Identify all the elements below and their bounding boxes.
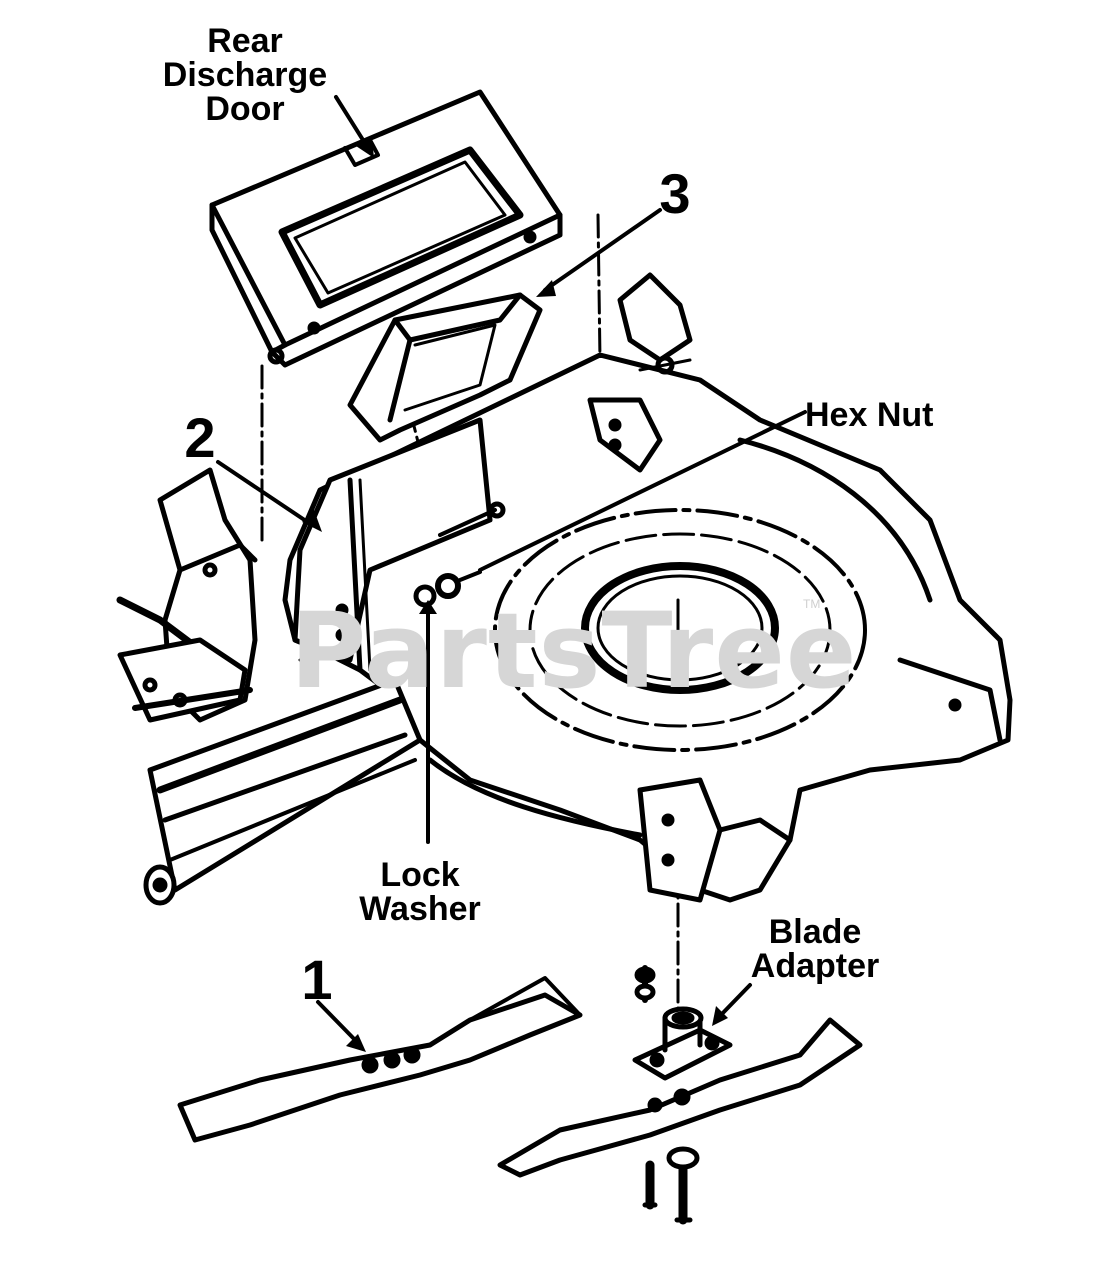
watermark-trademark: TM — [803, 597, 821, 611]
rear-discharge-door — [209, 89, 563, 368]
blade-1 — [177, 976, 583, 1143]
leader-lines — [216, 95, 807, 1047]
rear-roller-axle — [143, 677, 423, 906]
leader-arrowheads — [302, 138, 728, 1052]
label-lock-washer: Lock Washer — [340, 858, 500, 926]
label-door: Door — [205, 90, 285, 128]
label-blade-adapter: Blade Adapter — [730, 915, 900, 983]
label-rear: Rear — [207, 22, 283, 60]
label-hex-nut: Hex Nut — [805, 396, 934, 434]
label-rear-discharge-door: Rear Discharge Door — [140, 24, 350, 126]
label-lock: Lock — [380, 856, 460, 894]
watermark-text: PartsTree — [290, 590, 858, 712]
callout-1: 1 — [301, 948, 333, 1011]
part-2-bracket — [292, 417, 506, 673]
label-washer: Washer — [359, 890, 481, 928]
label-blade: Blade — [768, 913, 862, 951]
blade-adapter-assembly — [497, 965, 863, 1225]
rear-hinge-assembly — [116, 467, 258, 723]
callout-3: 3 — [659, 162, 691, 225]
label-adapter: Adapter — [750, 947, 880, 985]
part-3-bracket — [347, 292, 543, 443]
callout-2: 2 — [184, 406, 216, 469]
label-discharge: Discharge — [162, 56, 328, 94]
